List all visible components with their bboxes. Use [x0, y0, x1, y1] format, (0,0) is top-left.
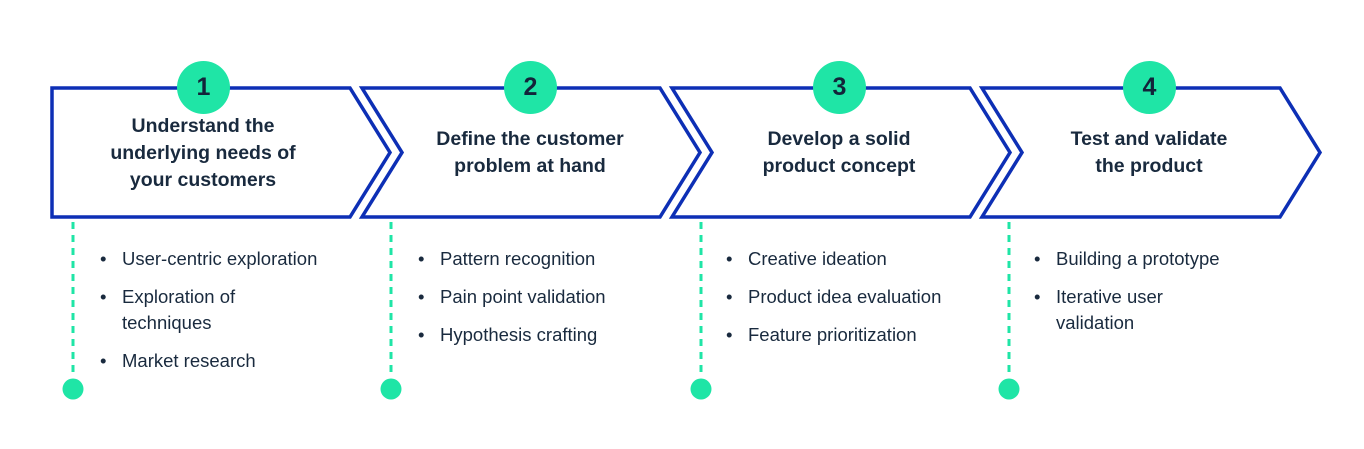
list-item-text: Building a prototype — [1056, 248, 1220, 269]
list-item-text: Product idea evaluation — [748, 286, 942, 307]
step-3-number-badge: 3 — [813, 61, 866, 114]
list-item-text: Exploration of techniques — [122, 286, 236, 333]
step-2-title: Define the customer problem at hand — [436, 128, 624, 177]
step-3-chevron-shape — [668, 86, 1013, 219]
step-1-connector-dot — [62, 378, 84, 400]
list-item: • Pattern recognition — [418, 246, 698, 272]
bullet-icon: • — [100, 286, 107, 307]
step-3-number: 3 — [832, 73, 847, 101]
list-item-text: Market research — [122, 350, 256, 371]
step-3-connector-dot — [690, 378, 712, 400]
step-4-title: Test and validate the product — [1070, 128, 1228, 177]
bullet-icon: • — [1034, 286, 1041, 307]
list-item: • Feature prioritization — [726, 322, 1006, 348]
bullet-icon: • — [418, 248, 425, 269]
step-1-chevron-shape — [50, 86, 393, 219]
list-item-text: Iterative user validation — [1056, 286, 1163, 333]
list-item: • Hypothesis crafting — [418, 322, 698, 348]
step-4-number-badge: 4 — [1123, 61, 1176, 114]
list-item-text: Feature prioritization — [748, 324, 917, 345]
step-3-bullet-list: • Creative ideation • Product idea evaluat… — [726, 246, 1006, 360]
step-4-number: 4 — [1142, 73, 1157, 101]
bullet-icon: • — [726, 248, 733, 269]
step-3-title: Develop a solid product concept — [762, 128, 916, 177]
step-2-chevron-shape — [358, 86, 703, 219]
list-item: • Iterative user validation — [1034, 284, 1314, 336]
list-item: • Pain point validation — [418, 284, 698, 310]
list-item: • Building a prototype — [1034, 246, 1314, 272]
step-1-bullet-list: • User-centric exploration • Exploration o… — [100, 246, 380, 386]
list-item: • Creative ideation — [726, 246, 1006, 272]
list-item: • User-centric exploration — [100, 246, 380, 272]
bullet-icon: • — [726, 286, 733, 307]
step-2-bullet-list: • Pattern recognition • Pain point validat… — [418, 246, 698, 360]
bullet-icon: • — [418, 324, 425, 345]
list-item: • Product idea evaluation — [726, 284, 1006, 310]
bullet-icon: • — [418, 286, 425, 307]
step-2-number-badge: 2 — [504, 61, 557, 114]
bullet-icon: • — [100, 248, 107, 269]
bullet-icon: • — [100, 350, 107, 371]
list-item-text: Creative ideation — [748, 248, 887, 269]
step-1-number-badge: 1 — [177, 61, 230, 114]
step-4-bullet-list: • Building a prototype • Iterative user va… — [1034, 246, 1314, 348]
step-2-number: 2 — [523, 73, 538, 101]
bullet-icon: • — [726, 324, 733, 345]
list-item-text: Pain point validation — [440, 286, 606, 307]
step-4-chevron-shape — [978, 86, 1323, 219]
step-1-title: Understand the underlying needs of your … — [110, 114, 296, 191]
list-item: • Exploration of techniques — [100, 284, 380, 336]
step-1-number: 1 — [196, 73, 211, 101]
list-item-text: User-centric exploration — [122, 248, 318, 269]
list-item-text: Pattern recognition — [440, 248, 596, 269]
list-item: • Market research — [100, 348, 380, 374]
bullet-icon: • — [1034, 248, 1041, 269]
list-item-text: Hypothesis crafting — [440, 324, 598, 345]
step-2-connector-dot — [380, 378, 402, 400]
step-4-connector-dot — [998, 378, 1020, 400]
